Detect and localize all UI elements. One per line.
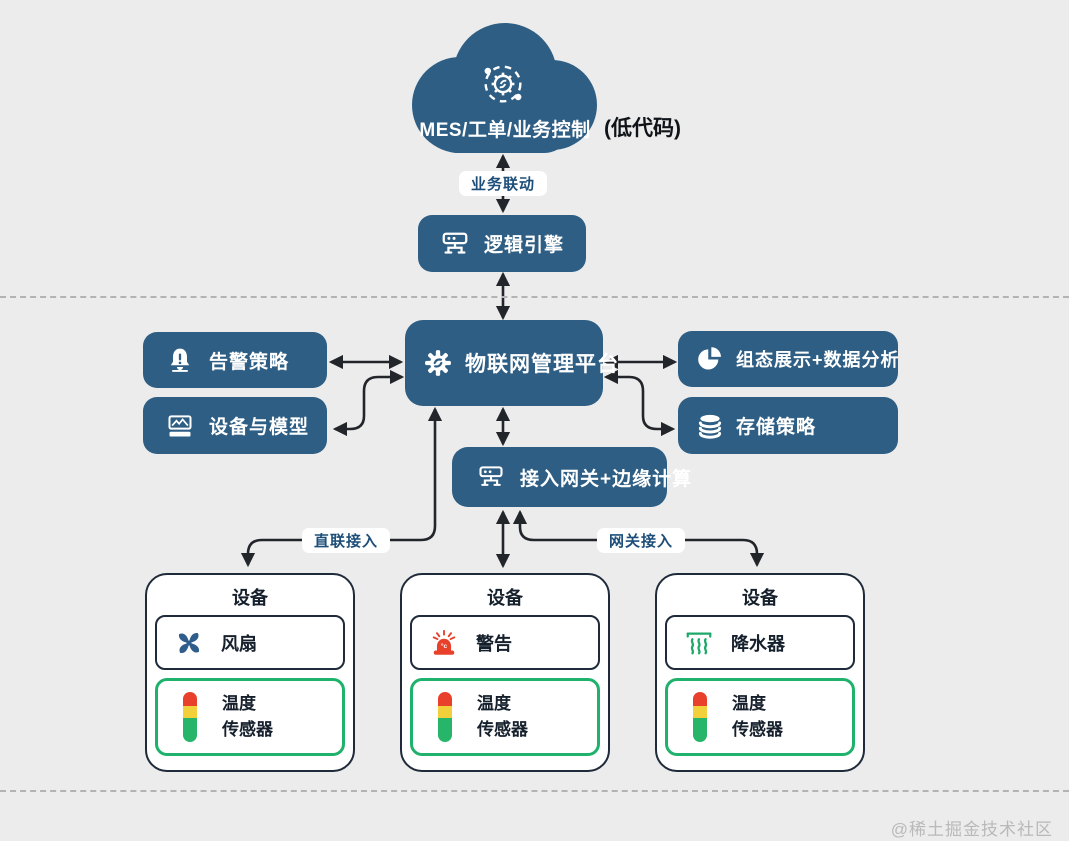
sensor-label: 温度 传感器 [477, 693, 528, 739]
database-icon [695, 411, 725, 441]
business-link-label: 业务联动 [459, 171, 547, 196]
cloud-label: MES/工单/业务控制 [419, 120, 591, 141]
sensor-label: 温度 传感器 [222, 693, 273, 739]
pie-chart-icon [695, 344, 725, 374]
device-card-fan: 设备 风扇 温度 传感器 [145, 573, 355, 772]
node-scada-analytics: 组态展示+数据分析 [678, 331, 900, 387]
node-label: 接入网关+边缘计算 [520, 468, 693, 490]
device-sensor: 温度 传感器 [410, 678, 600, 756]
device-component-fan: 风扇 [155, 615, 345, 670]
device-component-sprinkler: 降水器 [665, 615, 855, 670]
device-component-alarm: °c 警告 [410, 615, 600, 670]
temperature-sensor-icon [429, 692, 461, 742]
node-logic-engine: 逻辑引擎 [418, 215, 586, 272]
device-title: 设备 [232, 588, 268, 608]
alert-bell-icon [165, 345, 195, 375]
watermark: @稀土掘金技术社区 [890, 820, 1053, 839]
node-access-gateway: 接入网关+边缘计算 [452, 447, 691, 507]
gears-automation-icon [484, 65, 522, 103]
device-title: 设备 [742, 588, 778, 608]
component-label: 降水器 [731, 633, 785, 654]
device-card-alarm: 设备 °c 警告 温度 传感器 [400, 573, 610, 772]
alarm-light-icon: °c [428, 627, 460, 659]
cloud-shape [412, 23, 597, 153]
device-sensor: 温度 传感器 [155, 678, 345, 756]
device-sensor: 温度 传感器 [665, 678, 855, 756]
low-code-note: (低代码) [604, 117, 681, 140]
hub-icon [476, 462, 506, 492]
temperature-sensor-icon [684, 692, 716, 742]
fan-icon [173, 627, 205, 659]
sensor-label: 温度 传感器 [732, 693, 783, 739]
gateway-access-label: 网关接入 [597, 528, 685, 553]
sprinkler-icon [683, 627, 715, 659]
alarm-degree-text: °c [441, 642, 448, 650]
arrow-platform-model [332, 369, 405, 437]
node-iot-platform: 物联网管理平台 [405, 320, 618, 406]
hub-icon [440, 229, 470, 259]
node-label: 存储策略 [736, 417, 817, 438]
iot-gear-icon [423, 348, 453, 378]
node-storage-policy: 存储策略 [678, 397, 898, 454]
dashed-separator-bottom [0, 790, 1069, 792]
node-label: 组态展示+数据分析 [736, 350, 900, 370]
node-label: 物联网管理平台 [465, 353, 619, 376]
temperature-sensor-icon [174, 692, 206, 742]
node-alert-policy: 告警策略 [143, 332, 327, 388]
component-label: 警告 [476, 633, 512, 654]
model-card-icon [165, 411, 195, 441]
direct-access-label: 直联接入 [302, 528, 390, 553]
device-card-sprinkler: 设备 降水器 温度 传感器 [655, 573, 865, 772]
dashed-separator-top [0, 296, 1069, 298]
component-label: 风扇 [221, 633, 257, 654]
node-label: 逻辑引擎 [484, 235, 565, 256]
node-device-model: 设备与模型 [143, 397, 327, 454]
node-label: 告警策略 [209, 351, 290, 373]
node-label: 设备与模型 [209, 417, 310, 438]
arrow-platform-storage [603, 369, 676, 437]
device-title: 设备 [487, 588, 523, 608]
